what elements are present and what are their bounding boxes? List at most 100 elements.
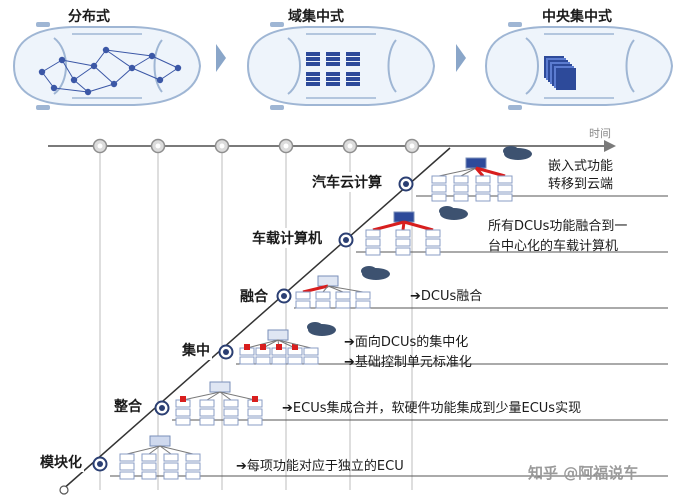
- ecu-box: [497, 175, 513, 184]
- cloud-icon: [439, 206, 455, 216]
- network-node: [38, 68, 46, 76]
- domain-controller-block: [306, 62, 320, 66]
- ecu-box: [223, 399, 239, 408]
- car-central-centralized: [484, 22, 674, 110]
- hierarchy-link: [219, 391, 232, 401]
- ecu-box: [355, 300, 371, 309]
- hierarchy-link: [372, 220, 405, 232]
- desc-fusion: ➔DCUs融合: [410, 288, 482, 306]
- network-node: [174, 64, 182, 72]
- hierarchy-root-box: [393, 211, 415, 223]
- stage-marker-center: [403, 181, 409, 187]
- ecu-box: [119, 471, 135, 480]
- timeline-tick-inner: [97, 143, 103, 149]
- ecu-box: [141, 453, 157, 462]
- hierarchy-link: [182, 391, 221, 401]
- car-mirror: [508, 105, 522, 110]
- car-rear-window: [153, 39, 163, 93]
- car-domain-centralized: [246, 22, 436, 110]
- network-link: [113, 67, 133, 85]
- ecu-box: [199, 417, 215, 426]
- ecu-box: [295, 300, 311, 309]
- hierarchy-link: [322, 285, 329, 293]
- desc-centralization-line1: ➔面向DCUs的集中化: [344, 334, 468, 352]
- network-link: [61, 59, 95, 67]
- ecu-box: [453, 193, 469, 202]
- ecu-box: [453, 184, 469, 193]
- hierarchy-root-box: [209, 381, 231, 393]
- car-rear-window: [387, 39, 397, 93]
- label-domain-centralized: 域集中式: [288, 9, 344, 25]
- domain-controller-block: [346, 82, 360, 86]
- ecu-box: [295, 291, 311, 300]
- arch-icon-vehicle-computer: [365, 206, 468, 256]
- network-node: [70, 76, 78, 84]
- ecu-box: [163, 471, 179, 480]
- car-body: [484, 26, 674, 106]
- car-mirror: [270, 105, 284, 110]
- car-rear-window: [625, 39, 635, 93]
- desc-integration: ➔ECUs集成合并，软硬件功能集成到少量ECUs实现: [282, 400, 581, 418]
- car-mirror: [36, 22, 50, 27]
- domain-controller-block: [306, 72, 320, 76]
- ecu-box: [255, 356, 271, 365]
- stage-name-fusion: 融合: [238, 286, 270, 306]
- hierarchy-link: [475, 166, 506, 178]
- network-link: [159, 67, 179, 81]
- arch-icon-centralization: [239, 322, 336, 365]
- stage-name-integration: 整合: [112, 396, 144, 416]
- hierarchy-link: [159, 445, 194, 455]
- timeline-tick-inner: [219, 143, 225, 149]
- ecu-box: [395, 238, 411, 247]
- ecu-box: [119, 462, 135, 471]
- network-link: [131, 55, 153, 69]
- hierarchy-link: [219, 391, 256, 401]
- network-link: [93, 65, 115, 85]
- domain-controller-block: [306, 52, 320, 56]
- hierarchy-link: [277, 339, 312, 349]
- stage-marker-center: [281, 293, 287, 299]
- hierarchy-link: [148, 445, 161, 455]
- car-windshield: [287, 37, 301, 95]
- diagonal-start-marker: [59, 485, 69, 495]
- ecu-box: [453, 175, 469, 184]
- ecu-box: [365, 247, 381, 256]
- network-link: [131, 67, 161, 81]
- watermark: 知乎 @阿福说车: [528, 464, 639, 482]
- arrow-glyph: ➔: [282, 401, 293, 416]
- hierarchy-link: [302, 284, 329, 294]
- progression-diagonal: [61, 147, 451, 491]
- domain-controller-block: [306, 57, 320, 61]
- network-link: [87, 83, 115, 93]
- arrow-glyph: ➔: [236, 459, 247, 474]
- domain-controller-block: [306, 82, 320, 86]
- hierarchy-root-box: [317, 275, 339, 287]
- ecu-box: [185, 462, 201, 471]
- network-node: [58, 56, 66, 64]
- chevron-icon: [216, 44, 226, 72]
- desc-vehicle-computer-line2: 台中心化的车载计算机: [488, 239, 619, 254]
- ecu-box: [425, 247, 441, 256]
- network-link: [41, 71, 55, 89]
- ecu-box: [223, 417, 239, 426]
- desc-vehicle-computer-line1: 所有DCUs功能融合到一: [488, 219, 628, 234]
- desc-centralization-line2: ➔基础控制单元标准化: [344, 354, 472, 372]
- cloud-icon: [503, 146, 519, 156]
- ecu-box: [185, 471, 201, 480]
- ecu-box: [199, 408, 215, 417]
- arch-icon-fusion: [295, 266, 390, 309]
- ecu-box: [395, 247, 411, 256]
- time-axis-arrow-icon: [604, 140, 616, 152]
- desc-cloud-line1: 嵌入式功能: [548, 159, 614, 174]
- car-body: [246, 26, 436, 106]
- network-node: [102, 46, 110, 54]
- network-link: [151, 55, 179, 69]
- ecu-box: [247, 417, 263, 426]
- car-mirror: [270, 22, 284, 27]
- ecu-merge-mark: [260, 344, 266, 350]
- domain-controller-block: [326, 72, 340, 76]
- car-distributed: [12, 22, 202, 110]
- timeline-tick-inner: [347, 143, 353, 149]
- network-link: [73, 65, 95, 81]
- ecu-box: [175, 417, 191, 426]
